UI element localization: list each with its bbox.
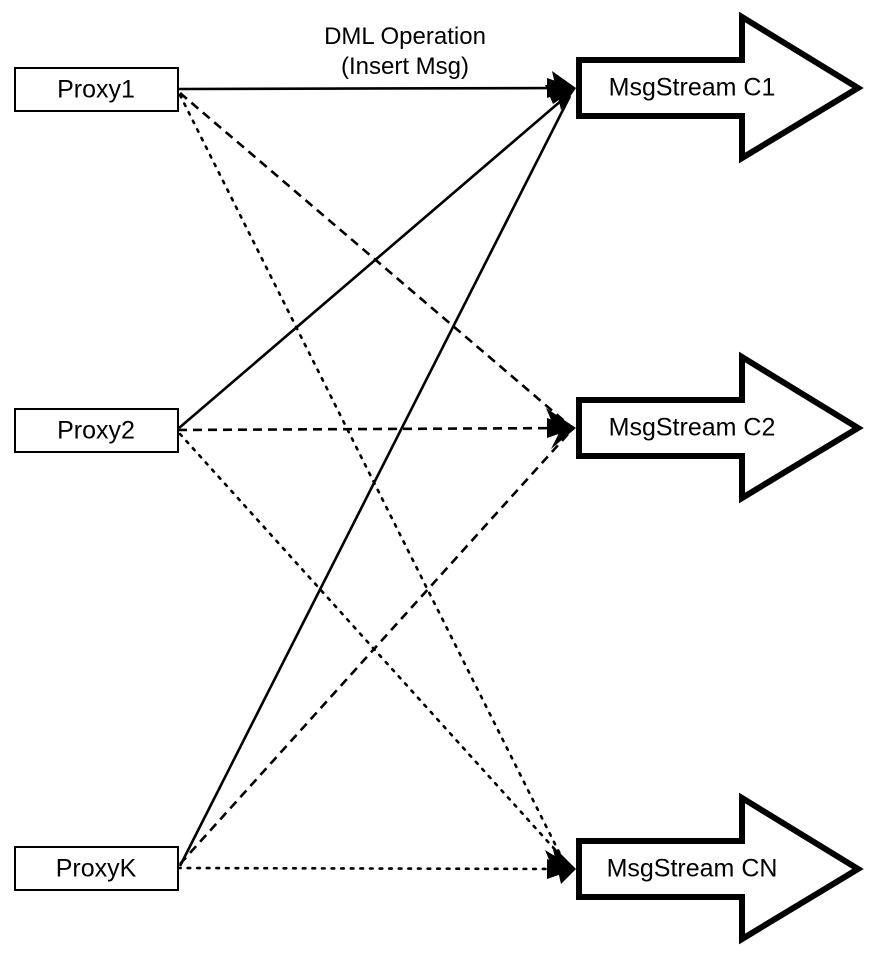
arrowhead-proxyk-c2 (551, 428, 576, 449)
msgstream-c1-arrow-shape[interactable] (576, 11, 864, 164)
edge-proxyk-to-msgstream-c2[interactable] (179, 432, 570, 865)
arrowheads-msgstream-c2 (546, 408, 576, 449)
msgstream-cn-label: MsgStream CN (607, 855, 778, 883)
arrowheads-msgstream-cn (545, 845, 576, 884)
edge-proxy1-to-msgstream-c1[interactable] (177, 86, 572, 91)
arrowheads-msgstream-c1 (545, 71, 576, 110)
edge-proxy2-to-msgstream-c2[interactable] (177, 426, 572, 432)
edge-group-proxyk (176, 95, 573, 871)
proxy1-box[interactable] (14, 67, 179, 112)
arrowhead-proxy1-c2 (546, 408, 576, 428)
msgstream-c2-label: MsgStream C2 (609, 414, 776, 442)
edge-proxyk-to-msgstream-cn[interactable] (176, 866, 573, 871)
node-proxyk[interactable]: ProxyK (14, 846, 179, 891)
node-proxy1[interactable]: Proxy1 (14, 67, 179, 112)
msgstream-c2-arrow-shape[interactable] (576, 351, 864, 504)
proxy2-label: Proxy2 (57, 417, 135, 445)
edge-proxy1-to-msgstream-cn[interactable] (178, 93, 568, 868)
proxyk-box[interactable] (14, 846, 179, 891)
dml-caption-line2: (Insert Msg) (341, 53, 469, 80)
dml-caption-line1: DML Operation (324, 23, 486, 50)
arrowhead-proxyk-c1 (552, 71, 576, 110)
arrowhead-proxy2-cn (545, 850, 576, 869)
node-msgstream-c1[interactable]: MsgStream C1 (576, 11, 864, 164)
node-proxy2[interactable]: Proxy2 (14, 408, 179, 453)
msgstream-cn-arrow-shape[interactable] (576, 792, 864, 945)
msgstream-c1-label: MsgStream C1 (609, 74, 776, 102)
node-msgstream-c2[interactable]: MsgStream C2 (576, 351, 864, 504)
proxyk-label: ProxyK (56, 855, 137, 883)
edge-proxyk-to-msgstream-c1[interactable] (178, 95, 572, 867)
edge-group-proxy1 (177, 86, 572, 868)
edge-proxy2-to-msgstream-c1[interactable] (178, 93, 570, 429)
caption-dml-operation: DML Operation (Insert Msg) (324, 23, 486, 80)
proxy1-label: Proxy1 (57, 76, 135, 104)
node-msgstream-cn[interactable]: MsgStream CN (576, 792, 864, 945)
proxy2-box[interactable] (14, 408, 179, 453)
